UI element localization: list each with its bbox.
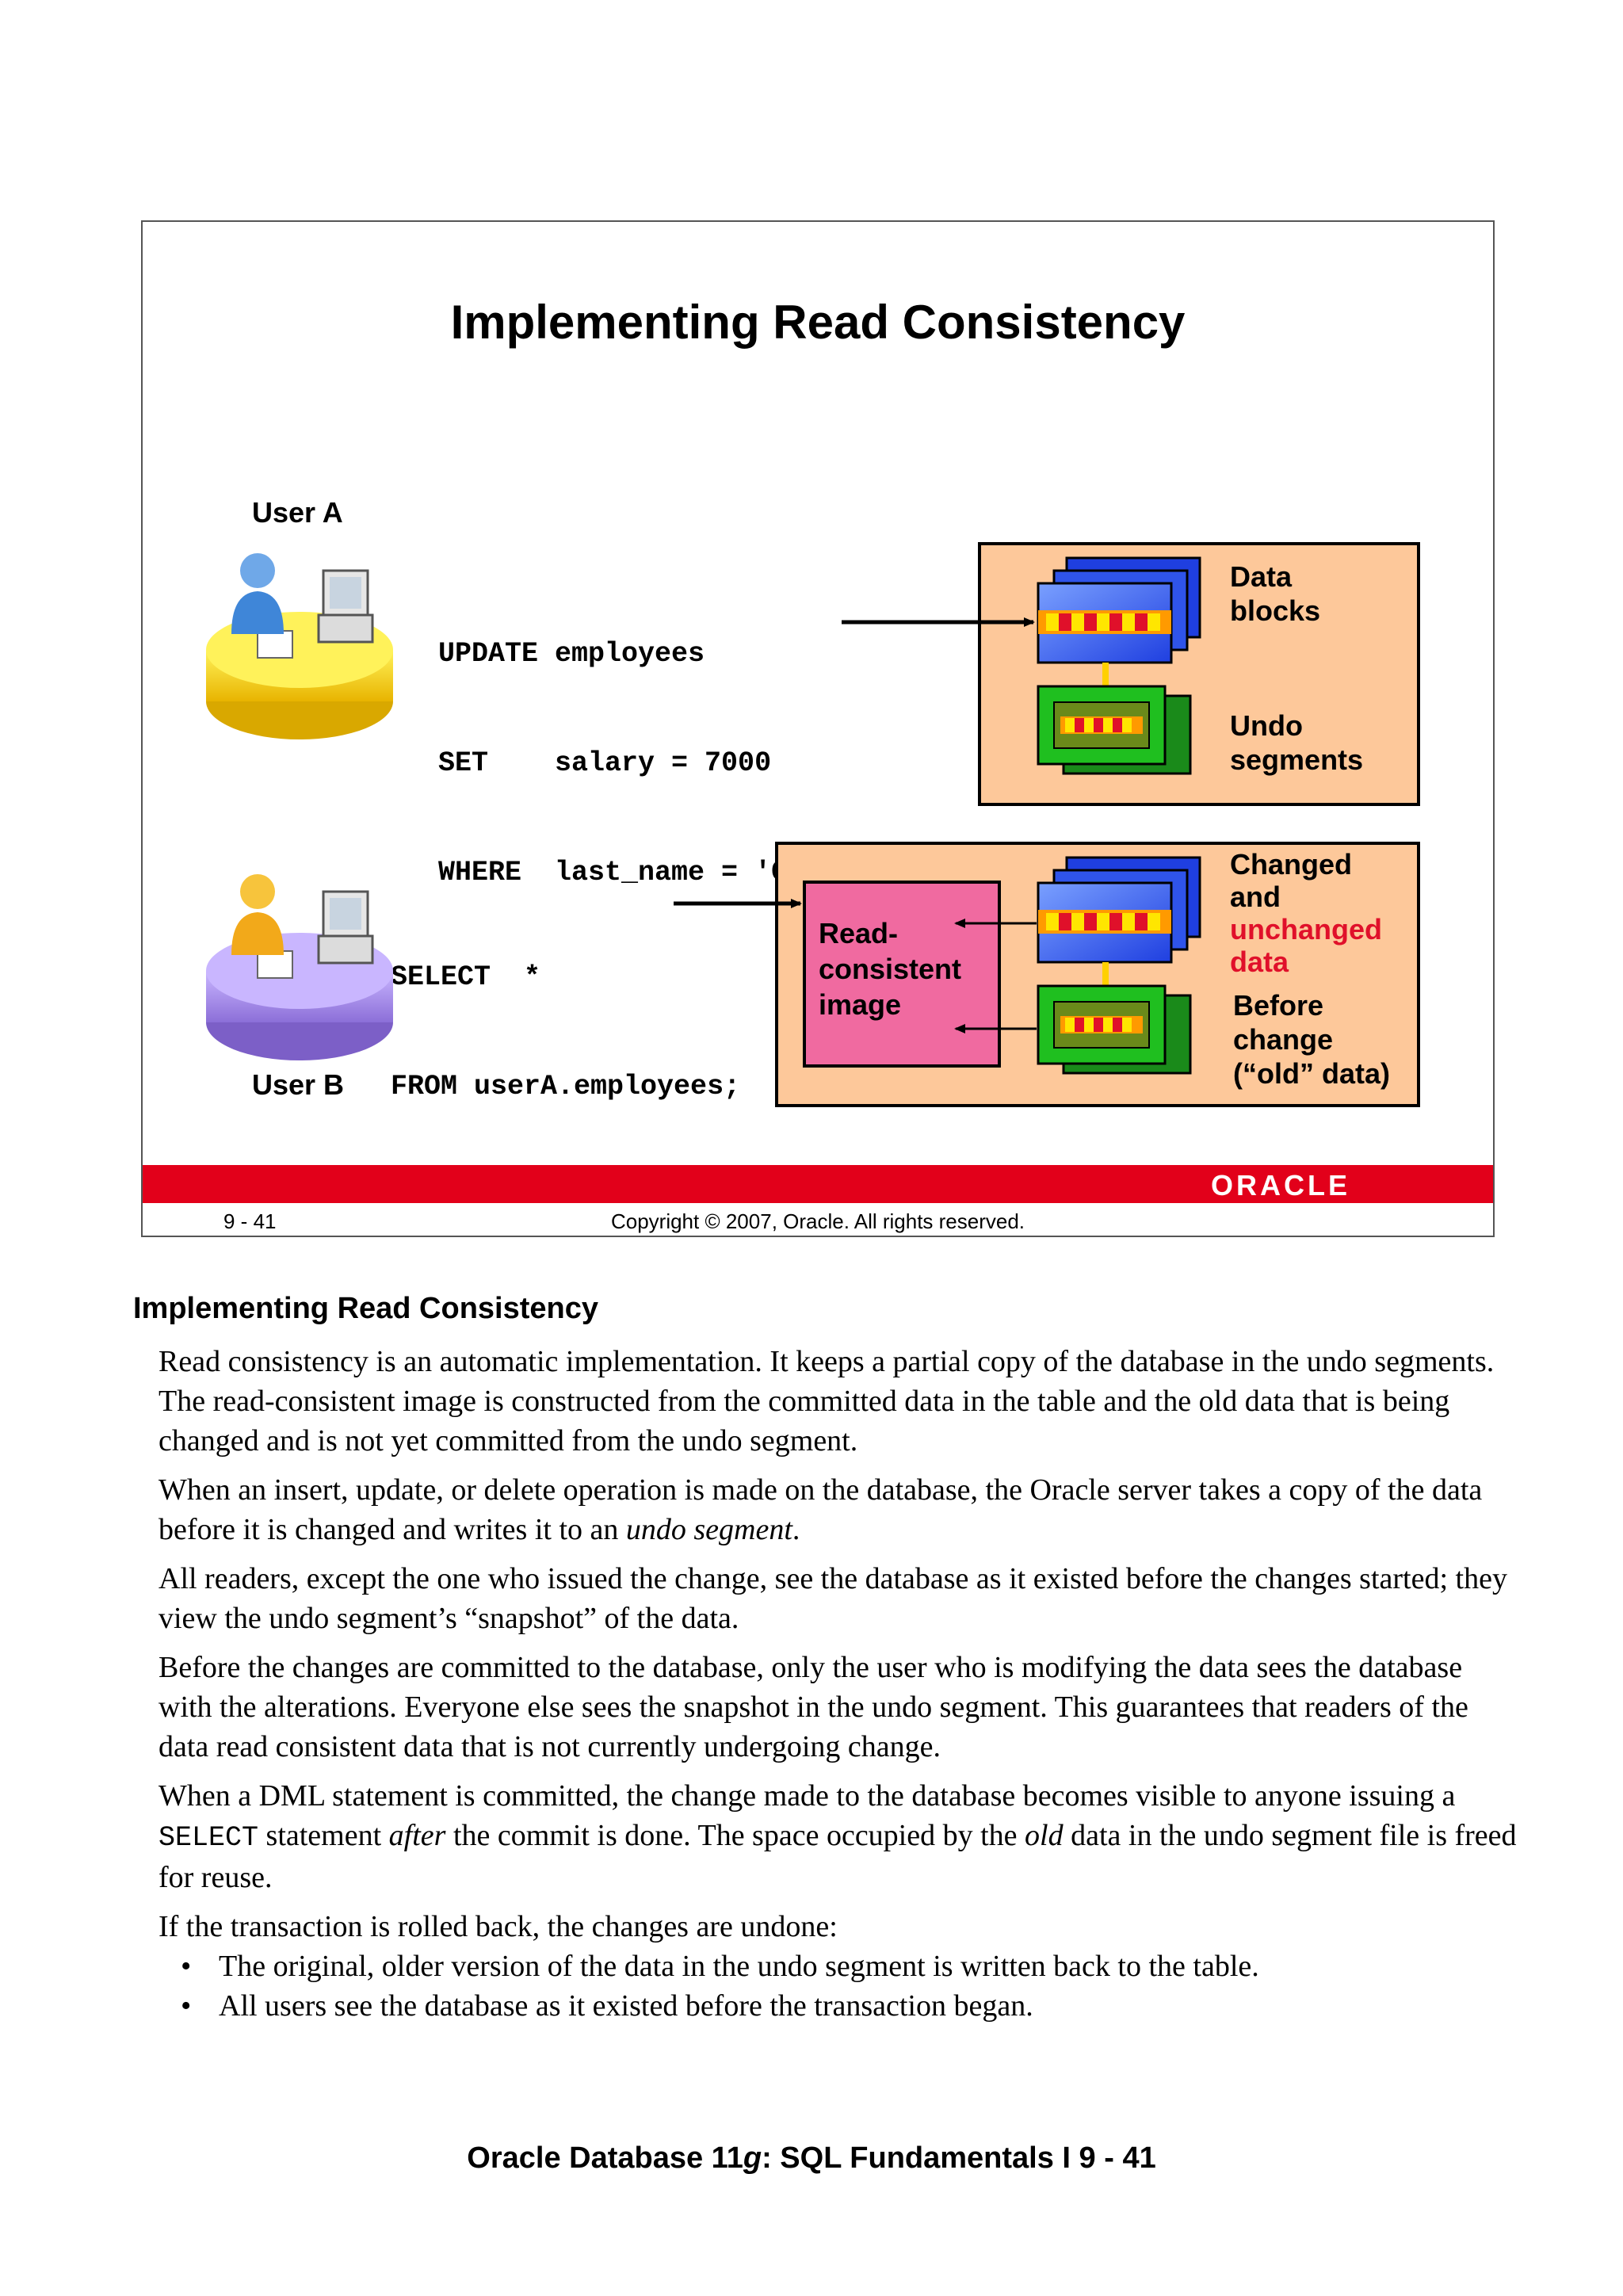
- list-item-text: All users see the database as it existed…: [219, 1989, 1033, 2023]
- notes-paragraph: All readers, except the one who issued t…: [158, 1562, 1507, 1635]
- text-run: undo segment: [625, 1513, 792, 1546]
- user-a-label: User A: [252, 496, 343, 529]
- text-run: statement: [258, 1819, 389, 1852]
- update-statement: UPDATE employees SET salary = 7000 WHERE…: [438, 563, 888, 964]
- text-run: .: [792, 1513, 800, 1546]
- rc-label-line: consistent: [819, 953, 962, 985]
- label-line: unchanged: [1230, 913, 1383, 946]
- copyright: Copyright © 2007, Oracle. All rights res…: [610, 1209, 1025, 1233]
- changed-unchanged-label: Changed and unchanged data: [1230, 848, 1382, 978]
- label-line: Before: [1233, 989, 1324, 1022]
- oracle-logo: ORACLE: [1211, 1169, 1350, 1201]
- code-keyword: SELECT: [158, 1822, 259, 1854]
- text-run: data in the undo segment file is freed f…: [158, 1819, 1517, 1894]
- code-line: SET salary = 7000: [438, 747, 772, 779]
- page-footer: Oracle Database 11g: SQL Fundamentals I …: [0, 2141, 1623, 2176]
- user-b-workstation-icon: [206, 874, 393, 1060]
- notes-paragraph: When an insert, update, or delete operat…: [158, 1470, 1522, 1549]
- bullet-icon: •: [181, 1950, 192, 1983]
- rc-label-line: image: [819, 988, 902, 1021]
- code-line: SELECT *: [391, 961, 541, 993]
- text-run: old: [1025, 1819, 1064, 1852]
- text-run: When a DML statement is committed, the c…: [158, 1779, 1456, 1813]
- label-line: Data: [1230, 560, 1293, 593]
- user-a-workstation-icon: [206, 553, 393, 739]
- data-blocks-label: Data blocks: [1230, 560, 1320, 628]
- connector: [1102, 962, 1109, 997]
- footer-text: Oracle Database 11: [467, 2141, 743, 2175]
- data-blocks-stack-icon: [1037, 556, 1201, 664]
- slide-title: Implementing Read Consistency: [450, 296, 1186, 349]
- list-item: • The original, older version of the data…: [158, 1946, 1522, 1986]
- label-line: blocks: [1230, 594, 1321, 627]
- bullet-icon: •: [181, 1989, 192, 2023]
- select-statement: SELECT * FROM userA.employees;: [391, 886, 740, 1178]
- oracle-bar: ORACLE: [143, 1165, 1493, 1203]
- list-item: • All users see the database as it existe…: [158, 1986, 1522, 2026]
- text-run: the commit is done. The space occupied b…: [445, 1819, 1025, 1852]
- rc-label-line: Read-: [819, 917, 899, 949]
- read-consistent-image-box: Read- consistent image: [803, 881, 1001, 1068]
- text-run: When an insert, update, or delete operat…: [158, 1473, 1483, 1546]
- slide: Implementing Read Consistency User A Use…: [141, 220, 1495, 1237]
- label-line: (“old” data): [1233, 1057, 1390, 1090]
- user-b-label: User B: [252, 1068, 345, 1101]
- list-item-text: The original, older version of the data …: [219, 1950, 1259, 1983]
- label-line: and: [1230, 881, 1281, 913]
- diagram-graphics: [206, 553, 1201, 1075]
- connector: [1102, 663, 1109, 697]
- undo-segments-label: Undo segments: [1230, 709, 1363, 777]
- slide-number: 9 - 41: [223, 1209, 277, 1233]
- code-line: FROM userA.employees;: [391, 1071, 741, 1102]
- label-line: data: [1230, 946, 1289, 978]
- notes-paragraph: When a DML statement is committed, the c…: [158, 1776, 1522, 1897]
- label-line: Undo: [1230, 709, 1303, 742]
- footer-text: : SQL Fundamentals I 9 - 41: [762, 2141, 1156, 2175]
- before-change-stack-icon: [1037, 984, 1192, 1075]
- label-line: change: [1233, 1023, 1334, 1056]
- notes-paragraph: Read consistency is an automatic impleme…: [158, 1345, 1495, 1457]
- text-run: after: [388, 1819, 446, 1852]
- notes-heading: Implementing Read Consistency: [133, 1292, 599, 1325]
- footer-text: g: [743, 2141, 762, 2175]
- notes-bullet-list: • The original, older version of the data…: [158, 1946, 1522, 2026]
- undo-segments-stack-icon: [1037, 685, 1192, 775]
- before-change-label: Before change (“old” data): [1233, 988, 1390, 1091]
- label-line: Changed: [1230, 848, 1353, 881]
- notes-paragraph: Before the changes are committed to the …: [158, 1651, 1468, 1763]
- label-line: segments: [1230, 743, 1364, 776]
- code-line: UPDATE employees: [438, 638, 705, 670]
- notes-body: Read consistency is an automatic impleme…: [158, 1342, 1522, 2026]
- changed-data-stack-icon: [1037, 856, 1201, 964]
- notes-paragraph: If the transaction is rolled back, the c…: [158, 1910, 838, 1943]
